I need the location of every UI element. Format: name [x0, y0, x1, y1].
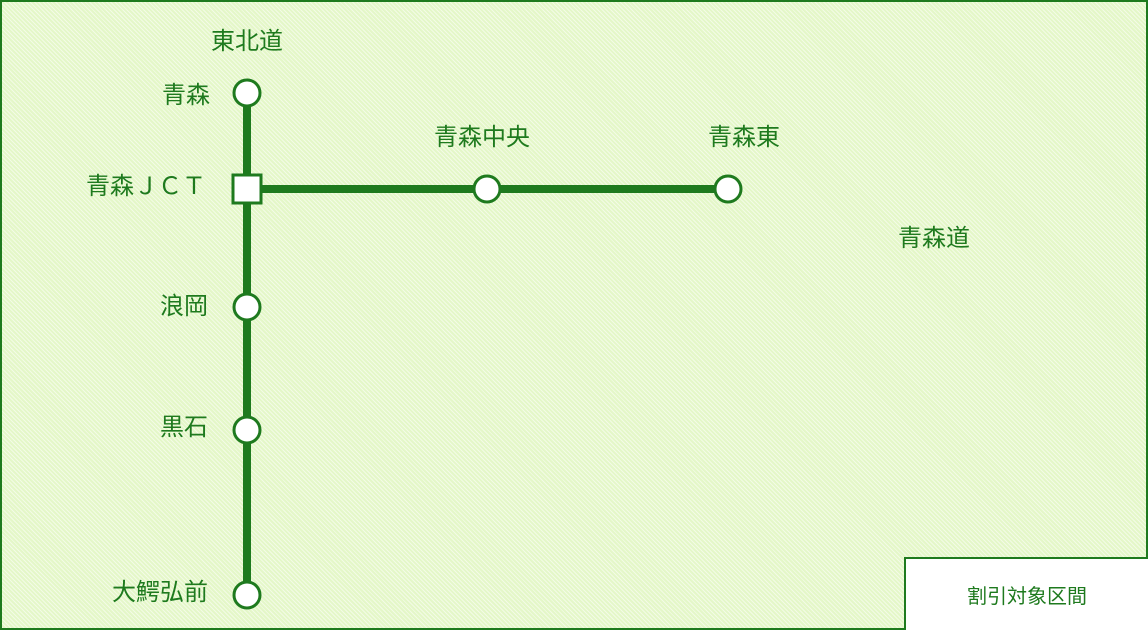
station-node-kuroishi[interactable]	[232, 415, 262, 445]
station-node-namioka[interactable]	[232, 292, 262, 322]
road-label-tohoku: 東北道	[211, 27, 283, 55]
station-node-owani-hirosaki[interactable]	[232, 580, 262, 610]
station-node-aomori-chuo[interactable]	[472, 174, 502, 204]
station-label-aomori-higashi: 青森東	[708, 123, 780, 151]
station-label-kuroishi: 黒石	[160, 413, 208, 441]
station-label-aomori: 青森	[162, 81, 210, 109]
station-label-owani-hirosaki: 大鰐弘前	[112, 578, 208, 606]
road-label-aomori: 青森道	[898, 224, 970, 252]
legend-box: 割引対象区間	[904, 557, 1148, 630]
station-node-aomori-higashi[interactable]	[713, 174, 743, 204]
junction-node-aomori-jct[interactable]	[231, 173, 263, 205]
legend-label: 割引対象区間	[967, 584, 1087, 608]
station-label-aomori-chuo: 青森中央	[434, 123, 530, 151]
station-label-namioka: 浪岡	[160, 292, 208, 320]
station-label-aomori-jct: 青森ＪＣＴ	[86, 172, 206, 200]
station-node-aomori[interactable]	[232, 78, 262, 108]
